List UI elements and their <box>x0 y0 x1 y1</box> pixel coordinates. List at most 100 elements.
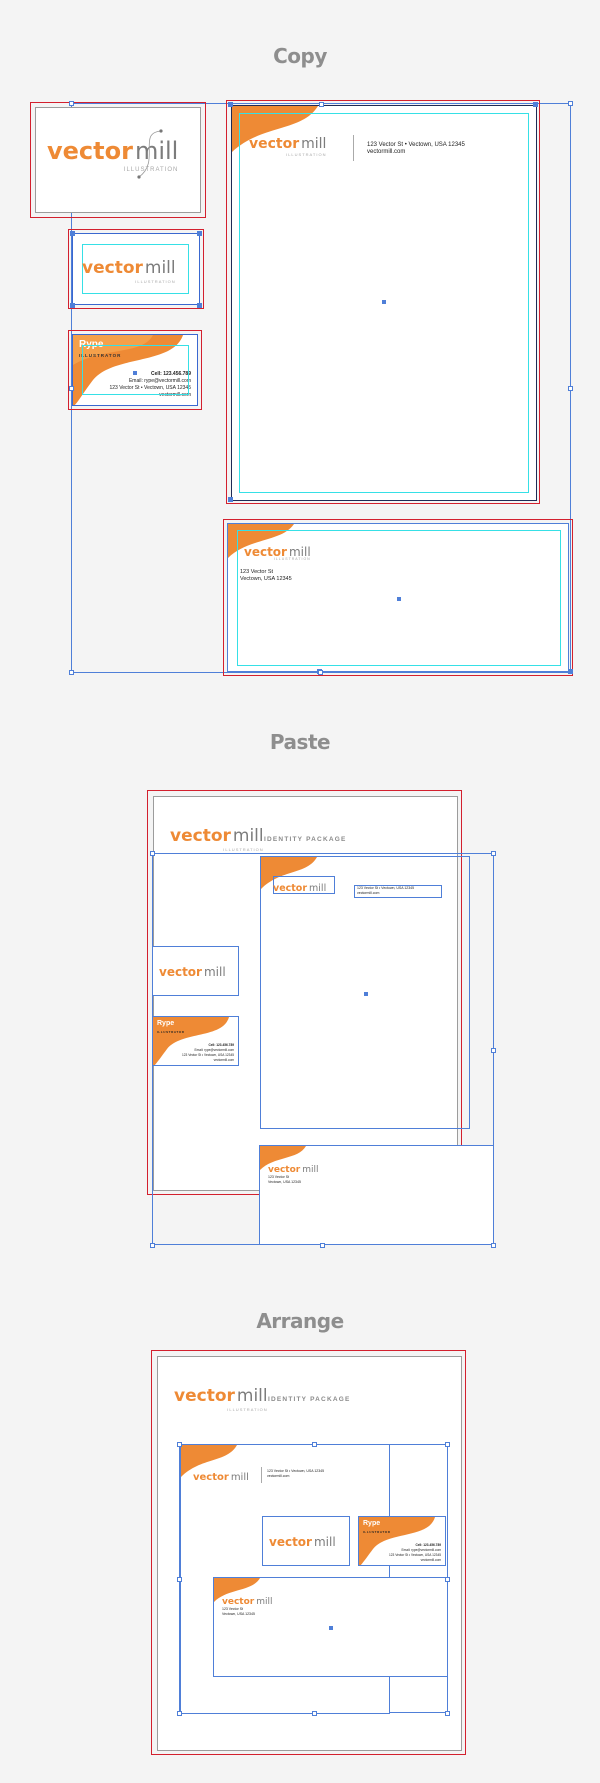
logo-pasted-letterhead: vectormill <box>273 879 326 895</box>
logo-vector-text: vector <box>222 1597 254 1607</box>
logo-mill-text: mill <box>204 965 226 979</box>
resize-handle[interactable] <box>177 1442 182 1447</box>
resize-handle[interactable] <box>70 303 75 308</box>
logo-vector-text: vector <box>82 258 143 278</box>
logo-card: vectormill ILLUSTRATION <box>82 260 176 277</box>
logo-mill-text: mill <box>237 1386 268 1406</box>
logo-mill-text: mill <box>302 1165 318 1175</box>
resize-handle[interactable] <box>320 1243 325 1248</box>
logo-vector-text: vector <box>159 965 202 979</box>
resize-handle[interactable] <box>69 101 74 106</box>
letterhead-address: 123 Vector St • Vectown, USA 12345 <box>357 886 414 890</box>
logo-tagline: ILLUSTRATION <box>135 280 175 284</box>
resize-handle[interactable] <box>177 1711 182 1716</box>
resize-handle[interactable] <box>568 386 573 391</box>
logo-vector-text: vector <box>273 883 307 894</box>
envelope-street: 123 Vector St <box>222 1607 243 1611</box>
envelope-street: 123 Vector St <box>240 569 273 575</box>
logo-tagline: ILLUSTRATION <box>286 153 326 157</box>
card-email: Email: rype@vectormill.com <box>194 1048 234 1052</box>
artboard-logo[interactable]: vectormill ILLUSTRATION <box>30 102 206 218</box>
resize-handle[interactable] <box>150 851 155 856</box>
logo-tagline: ILLUSTRATION <box>223 848 263 852</box>
section-title-arrange: Arrange <box>0 1309 600 1333</box>
envelope-street: 123 Vector St <box>268 1175 289 1179</box>
logo-vector-text: vector <box>174 1386 235 1406</box>
center-point <box>329 1626 333 1630</box>
logo-mill-text: mill <box>256 1597 272 1607</box>
card-address: 123 Vector St • Vectown, USA 12345 <box>182 1053 234 1057</box>
letterhead-site: vectormill.com <box>267 1474 289 1478</box>
resize-handle[interactable] <box>70 231 75 236</box>
pasted-card-back[interactable]: Rype ILLUSTRATOR Cell: 123.456.789 Email… <box>152 1016 239 1066</box>
logo-vector-text: vector <box>170 826 231 846</box>
logo-curve-icon <box>131 125 171 185</box>
logo-vector-text: vector <box>249 136 299 152</box>
resize-handle[interactable] <box>197 303 202 308</box>
logo-vector-text: vector <box>269 1535 312 1549</box>
identity-package-label: IDENTITY PACKAGE <box>264 836 347 843</box>
card-back-guide <box>82 345 189 395</box>
card-name: Rype <box>157 1020 174 1027</box>
logo-arranged-card: vectormill <box>269 1534 336 1550</box>
resize-handle[interactable] <box>312 1442 317 1447</box>
letterhead-site: vectormill.com <box>357 891 379 895</box>
resize-handle[interactable] <box>445 1442 450 1447</box>
logo-mill-text: mill <box>309 883 326 894</box>
resize-handle[interactable] <box>312 1711 317 1716</box>
resize-handle[interactable] <box>568 669 573 674</box>
resize-handle[interactable] <box>491 1243 496 1248</box>
resize-handle[interactable] <box>150 1243 155 1248</box>
card-role: ILLUSTRATOR <box>157 1030 185 1034</box>
resize-handle[interactable] <box>69 670 74 675</box>
logo-tagline: ILLUSTRATION <box>227 1408 267 1412</box>
section-title-paste: Paste <box>0 730 600 754</box>
logo-tagline: ILLUSTRATION <box>274 558 311 562</box>
card-address: 123 Vector St • Vectown, USA 12345 <box>389 1553 441 1557</box>
letterhead-site: vectormill.com <box>367 149 405 155</box>
resize-handle[interactable] <box>228 497 233 502</box>
resize-handle[interactable] <box>318 670 323 675</box>
logo-vector-text: vector <box>193 1472 229 1483</box>
resize-handle[interactable] <box>177 1577 182 1582</box>
resize-handle[interactable] <box>568 101 573 106</box>
logo-mill-text: mill <box>231 1472 249 1483</box>
card-cell: Cell: 123.456.789 <box>208 1043 234 1047</box>
logo-envelope: vectormill ILLUSTRATION <box>244 544 311 560</box>
resize-handle[interactable] <box>491 851 496 856</box>
logo-vector-text: vector <box>268 1165 300 1175</box>
resize-handle[interactable] <box>69 386 74 391</box>
card-site: vectormill.com <box>214 1058 234 1062</box>
arranged-card-back[interactable]: Rype ILLUSTRATOR Cell: 123.456.789 Email… <box>358 1516 446 1566</box>
card-role: ILLUSTRATOR <box>363 1530 391 1534</box>
center-point <box>397 597 401 601</box>
card-name: Rype <box>363 1520 380 1527</box>
envelope-city: Vectown, USA 12345 <box>240 576 292 582</box>
resize-handle[interactable] <box>228 102 233 107</box>
logo-mill-text: mill <box>145 258 176 278</box>
identity-package-label: IDENTITY PACKAGE <box>268 1396 351 1403</box>
divider <box>353 135 354 161</box>
logo-identity: vectormill ILLUSTRATION <box>174 1388 268 1405</box>
logo-mill-text: mill <box>314 1535 336 1549</box>
resize-handle[interactable] <box>491 1048 496 1053</box>
resize-handle[interactable] <box>533 102 538 107</box>
logo-mill-text: mill <box>233 826 264 846</box>
card-site: vectormill.com <box>421 1558 441 1562</box>
resize-handle[interactable] <box>445 1711 450 1716</box>
artboard-card-back[interactable]: Rype ILLUSTRATOR Cell: 123.456.789 Email… <box>68 330 202 410</box>
resize-handle[interactable] <box>197 231 202 236</box>
resize-handle[interactable] <box>319 102 324 107</box>
resize-handle[interactable] <box>445 1577 450 1582</box>
